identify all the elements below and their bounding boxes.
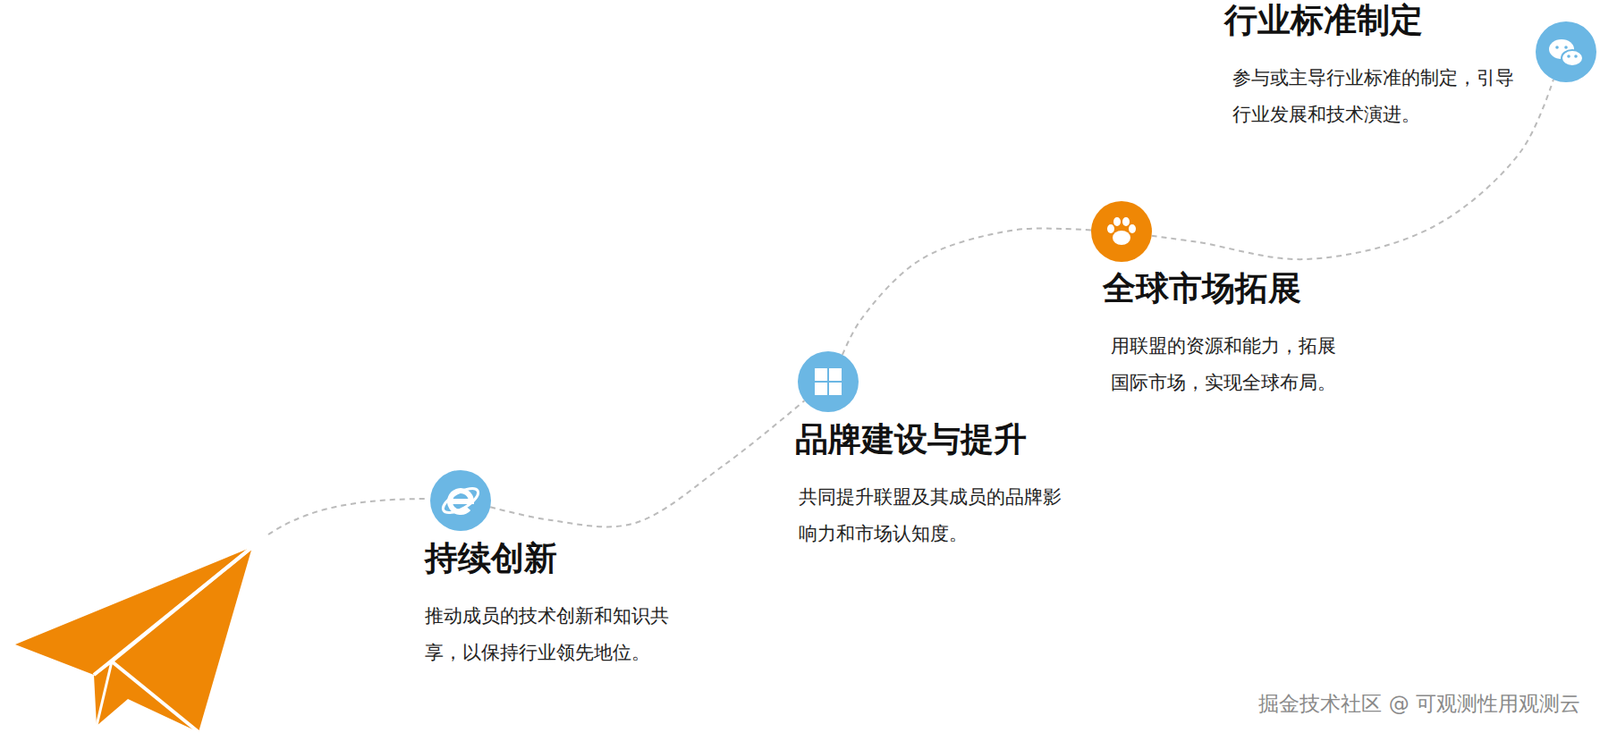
plane-fold bbox=[111, 547, 253, 733]
milestone: 品牌建设与提升共同提升联盟及其成员的品牌影响力和市场认知度。 bbox=[795, 420, 1067, 553]
milestone-text: 共同提升联盟及其成员的品牌影响力和市场认知度。 bbox=[798, 479, 1067, 553]
icon-symbol bbox=[797, 351, 859, 413]
milestone-text: 用联盟的资源和能力，拓展国际市场，实现全球布局。 bbox=[1110, 328, 1342, 402]
icon-badge bbox=[1091, 201, 1152, 263]
icon-badge bbox=[1535, 21, 1597, 83]
icon-symbol bbox=[430, 470, 492, 532]
milestone-heading: 品牌建设与提升 bbox=[795, 420, 1067, 460]
milestone-text: 参与或主导行业标准的制定，引导行业发展和技术演进。 bbox=[1232, 59, 1521, 134]
watermark: 掘金技术社区 @ 可观测性用观测云 bbox=[1258, 690, 1581, 719]
icon-symbol bbox=[1091, 201, 1152, 263]
icon-badge bbox=[430, 470, 492, 532]
milestone-text: 推动成员的技术创新和知识共享，以保持行业领先地位。 bbox=[424, 598, 676, 672]
milestone-heading: 全球市场拓展 bbox=[1102, 269, 1342, 309]
milestone: 持续创新推动成员的技术创新和知识共享，以保持行业领先地位。 bbox=[424, 539, 676, 672]
dashed-connector bbox=[842, 228, 1092, 356]
milestone: 行业标准制定参与或主导行业标准的制定，引导行业发展和技术演进。 bbox=[1224, 0, 1521, 134]
paper-plane bbox=[15, 547, 253, 733]
dashed-connector bbox=[490, 400, 805, 527]
plane-fold bbox=[93, 661, 112, 727]
milestone-heading: 持续创新 bbox=[424, 539, 676, 579]
milestone: 全球市场拓展用联盟的资源和能力，拓展国际市场，实现全球布局。 bbox=[1102, 269, 1342, 402]
plane-trail bbox=[268, 499, 428, 535]
icon-symbol bbox=[1535, 21, 1597, 83]
milestone-heading: 行业标准制定 bbox=[1224, 0, 1521, 41]
icon-badge bbox=[797, 351, 859, 413]
